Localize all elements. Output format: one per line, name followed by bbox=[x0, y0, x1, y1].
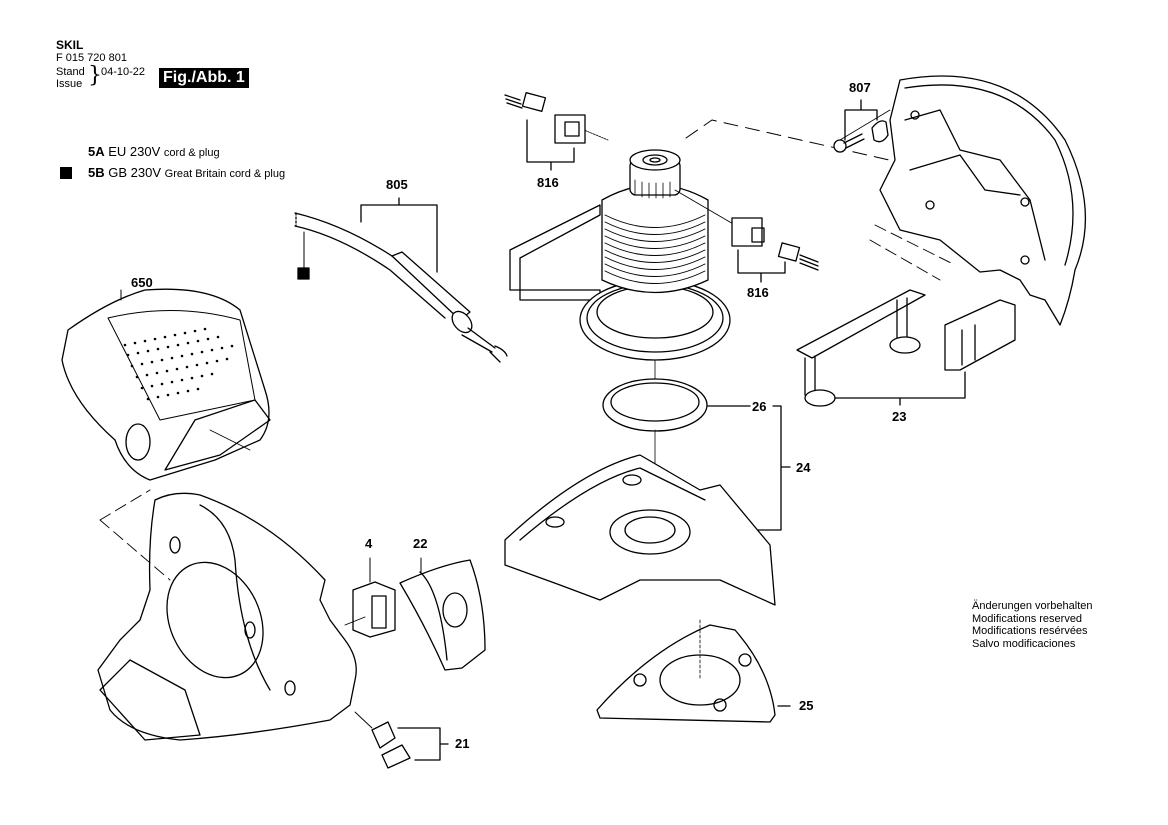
part-label-805: 805 bbox=[386, 177, 408, 192]
sanding-pad-part bbox=[596, 619, 791, 723]
legend-item-5b: 5B GB 230V Great Britain cord & plug bbox=[88, 165, 285, 182]
part-label-21: 21 bbox=[455, 736, 470, 751]
screw-and-clip-part bbox=[833, 99, 889, 153]
part-number: F 015 720 801 bbox=[56, 52, 127, 64]
part-label-807: 807 bbox=[849, 80, 871, 95]
part-label-22: 22 bbox=[413, 536, 428, 551]
legend-desc: cord & plug bbox=[163, 147, 220, 159]
base-plate-part bbox=[504, 454, 776, 606]
switch-cover-part bbox=[399, 557, 486, 671]
part-label-24: 24 bbox=[796, 460, 811, 475]
legend-item-5a: 5A EU 230V cord & plug bbox=[88, 144, 220, 161]
note-line: Änderungen vorbehalten bbox=[972, 600, 1093, 612]
part-label-816-right: 816 bbox=[747, 285, 769, 300]
part-label-23: 23 bbox=[892, 409, 907, 424]
housing-half-part bbox=[839, 75, 1087, 326]
carbon-brush-set-left bbox=[504, 92, 586, 171]
legend-desc: Great Britain cord & plug bbox=[164, 168, 286, 180]
note-line: Modifications resérvées bbox=[972, 625, 1088, 637]
issue-date: 04-10-22 bbox=[101, 66, 146, 78]
motor-armature-part bbox=[509, 119, 1001, 396]
gb-marker-icon bbox=[60, 167, 72, 179]
part-label-650: 650 bbox=[131, 275, 153, 290]
legend-voltage: EU 230V bbox=[108, 144, 161, 159]
issue-label: Issue bbox=[56, 78, 83, 90]
on-off-switch-part bbox=[344, 557, 396, 638]
motor-housing-part bbox=[97, 489, 357, 741]
stand-issue-labels: Stand Issue bbox=[56, 66, 85, 90]
part-label-4: 4 bbox=[365, 536, 373, 551]
part-label-25: 25 bbox=[799, 698, 814, 713]
note-line: Salvo modificaciones bbox=[972, 637, 1076, 650]
modification-notes: Änderungen vorbehalten Modifications res… bbox=[972, 600, 1092, 650]
part-label-26: 26 bbox=[752, 399, 767, 414]
power-cord-part bbox=[294, 197, 508, 363]
legend-code: 5B bbox=[88, 165, 105, 180]
part-label-816-left: 816 bbox=[537, 175, 559, 190]
support-brackets-part bbox=[796, 289, 1016, 407]
figure-label: Fig./Abb. 1 bbox=[159, 68, 249, 88]
perforation-pattern-icon bbox=[123, 327, 234, 401]
cord-grommets-part bbox=[354, 711, 449, 769]
legend-voltage: GB 230V bbox=[108, 165, 162, 180]
legend-code: 5A bbox=[88, 144, 105, 159]
brand-name: SKIL bbox=[56, 38, 84, 52]
brace-symbol: } bbox=[88, 63, 102, 88]
carbon-brush-set-right bbox=[731, 217, 819, 283]
stand-label: Stand bbox=[56, 66, 85, 78]
dust-container-part bbox=[61, 288, 271, 481]
note-line: Modifications reserved bbox=[972, 612, 1083, 625]
